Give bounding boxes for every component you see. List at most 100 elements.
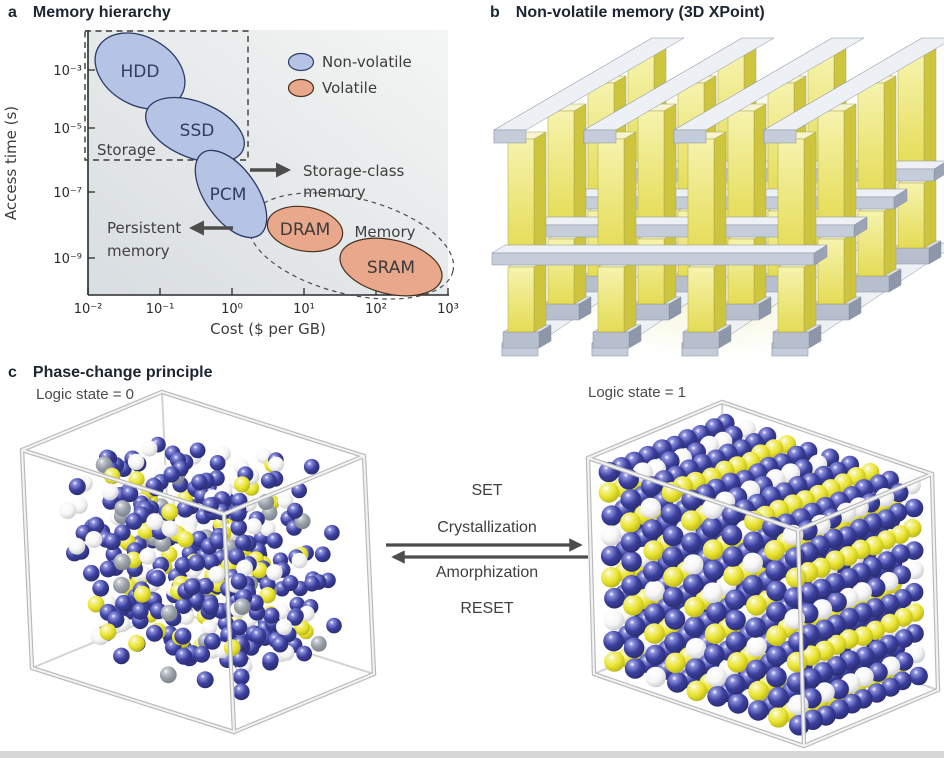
- atom-blue: [175, 647, 193, 665]
- atom-blue: [758, 636, 778, 656]
- cube-edge: [720, 400, 934, 476]
- atom-blue: [696, 539, 716, 560]
- atom-blue: [866, 577, 886, 598]
- svg-text:10¹: 10¹: [293, 302, 315, 317]
- atom-blue: [174, 627, 192, 645]
- atom-white: [709, 640, 730, 660]
- atom-blue: [806, 671, 827, 692]
- atom-blue: [809, 515, 828, 535]
- atom-blue: [829, 567, 848, 587]
- atom-blue: [669, 562, 689, 582]
- cube-edge: [593, 617, 729, 675]
- bubble-ssd: SSD: [145, 96, 245, 164]
- atom-yellow: [142, 606, 159, 623]
- atom-blue: [768, 460, 788, 480]
- top-rail: [673, 37, 865, 144]
- axes: [87, 30, 449, 296]
- atom-white: [703, 605, 723, 625]
- atom-blue: [170, 452, 187, 469]
- svg-text:10⁻⁷: 10⁻⁷: [53, 186, 82, 201]
- panel-a-title-text: Memory hierarchy: [32, 4, 171, 21]
- atom-blue: [236, 575, 253, 592]
- atom-white: [718, 658, 739, 680]
- atom-blue: [769, 544, 788, 564]
- persistent-label-line1: Persistent: [107, 219, 181, 237]
- atom-white: [838, 600, 858, 621]
- atom-white: [740, 688, 761, 709]
- atom-blue: [840, 455, 860, 475]
- memory-hierarchy-chart: 10⁻² 10⁻¹ 10⁰ 10¹ 10² 10³ 10⁻³ 10⁻⁵ 10⁻⁷…: [2, 30, 459, 338]
- atom-blue: [620, 532, 642, 553]
- atom-blue: [220, 580, 237, 597]
- atom-yellow: [261, 605, 279, 622]
- atom-blue: [887, 597, 906, 617]
- atom-blue: [832, 630, 851, 650]
- atom-blue: [793, 590, 814, 611]
- atom-blue: [213, 574, 230, 590]
- atom-yellow: [702, 550, 722, 571]
- atom-blue: [324, 524, 340, 541]
- atom-blue: [868, 640, 888, 660]
- atom-white: [811, 622, 831, 642]
- atom-gray: [261, 582, 278, 599]
- atom-blue: [721, 524, 743, 546]
- atom-blue: [831, 637, 851, 658]
- atom-blue: [250, 542, 267, 559]
- atom-blue: [115, 594, 132, 612]
- atom-blue: [674, 467, 695, 488]
- atom-blue: [691, 467, 711, 487]
- atom-blue: [681, 544, 702, 565]
- atom-white: [208, 566, 226, 583]
- atom-yellow: [860, 462, 880, 482]
- atom-blue: [824, 584, 844, 604]
- atom-blue: [728, 518, 749, 539]
- atom-blue: [846, 612, 866, 632]
- atom-blue: [288, 608, 304, 624]
- atom-blue: [742, 569, 761, 588]
- atom-white: [161, 520, 179, 538]
- atom-blue: [190, 530, 208, 548]
- atom-blue: [130, 536, 147, 553]
- atom-yellow: [773, 474, 793, 494]
- atom-blue: [193, 645, 211, 663]
- atom-blue: [97, 624, 115, 642]
- atom-white: [800, 504, 820, 524]
- bubble-pcm: PCM: [194, 149, 268, 239]
- atom-blue: [716, 567, 737, 588]
- atom-blue: [638, 652, 659, 674]
- atom-yellow: [864, 547, 883, 566]
- atom-blue: [826, 637, 845, 657]
- atom-blue: [601, 505, 622, 526]
- atom-blue: [695, 568, 716, 589]
- atom-blue: [660, 473, 681, 494]
- atom-yellow: [839, 629, 859, 649]
- atom-blue: [666, 477, 687, 498]
- atom-yellow: [128, 471, 145, 488]
- atom-blue: [724, 611, 745, 631]
- atom-yellow: [862, 669, 882, 689]
- atom-yellow: [781, 507, 801, 528]
- atom-blue: [718, 609, 739, 630]
- atom-yellow: [876, 530, 897, 550]
- cube-edge: [222, 512, 236, 734]
- atom-white: [256, 448, 272, 464]
- atom-blue: [724, 621, 745, 642]
- cube-edge: [20, 448, 34, 670]
- memory-pillar-lower: [547, 231, 587, 305]
- atom-blue: [282, 575, 299, 591]
- atom-blue: [239, 584, 256, 601]
- atom-blue: [202, 598, 219, 615]
- atom-blue: [694, 560, 714, 581]
- atom-blue: [247, 594, 264, 612]
- atom-yellow: [762, 550, 783, 571]
- atom-yellow: [234, 476, 251, 493]
- crystalline-cube: [585, 399, 941, 749]
- atom-blue: [638, 445, 658, 466]
- atom-blue: [722, 504, 743, 525]
- atom-white: [277, 492, 294, 509]
- atom-blue: [765, 655, 786, 676]
- atom-blue: [748, 463, 768, 483]
- atom-blue: [771, 630, 790, 650]
- atom-white: [672, 448, 692, 469]
- atom-white: [259, 520, 276, 537]
